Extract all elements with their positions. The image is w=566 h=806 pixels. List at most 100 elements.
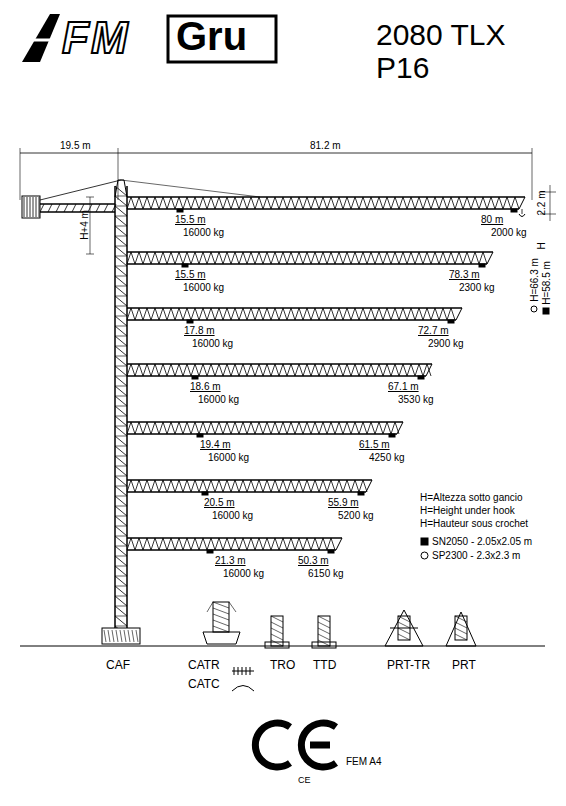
ce-e bbox=[301, 723, 336, 767]
member-line bbox=[213, 614, 229, 620]
member-line bbox=[187, 308, 191, 320]
member-line bbox=[115, 266, 127, 267]
member-line bbox=[351, 252, 355, 264]
member-line bbox=[135, 480, 139, 492]
member-line bbox=[397, 422, 403, 434]
member-line bbox=[239, 308, 243, 320]
member-line bbox=[179, 422, 183, 434]
member-line bbox=[223, 538, 227, 550]
member-line bbox=[227, 364, 231, 376]
member-line bbox=[275, 252, 279, 264]
curve-symbol bbox=[232, 686, 254, 692]
member-line bbox=[311, 480, 315, 492]
trolley bbox=[177, 209, 183, 212]
member-line bbox=[223, 422, 227, 434]
member-line bbox=[247, 480, 251, 492]
member-line bbox=[243, 308, 247, 320]
member-line bbox=[127, 307, 462, 308]
member-line bbox=[115, 326, 127, 336]
member-line bbox=[115, 406, 127, 416]
member-line bbox=[199, 197, 203, 209]
member-line bbox=[215, 197, 219, 209]
member-line bbox=[287, 252, 291, 264]
member-line bbox=[121, 180, 260, 197]
dimension-label: 72.7 m bbox=[418, 325, 449, 336]
member-line bbox=[379, 422, 383, 434]
member-line bbox=[219, 364, 223, 376]
member-line bbox=[411, 364, 415, 376]
member-line bbox=[115, 616, 127, 626]
member-line bbox=[135, 422, 139, 434]
member-line bbox=[115, 566, 127, 567]
member-line bbox=[299, 197, 303, 209]
member-line bbox=[359, 197, 363, 209]
member-line bbox=[339, 422, 343, 434]
member-line bbox=[115, 286, 127, 296]
member-line bbox=[423, 308, 427, 320]
member-line bbox=[295, 422, 299, 434]
member-line bbox=[175, 364, 179, 376]
member-line bbox=[379, 364, 383, 376]
member-line bbox=[203, 308, 207, 320]
member-line bbox=[115, 616, 127, 617]
member-line bbox=[251, 252, 255, 264]
member-line bbox=[213, 602, 229, 608]
member-line bbox=[191, 538, 195, 550]
member-line bbox=[147, 422, 151, 434]
member-line bbox=[235, 308, 239, 320]
member-line bbox=[415, 252, 419, 264]
member-line bbox=[139, 308, 143, 320]
member-line bbox=[115, 276, 127, 277]
member-line bbox=[435, 197, 439, 209]
member-line bbox=[191, 364, 195, 376]
member-line bbox=[455, 197, 459, 209]
member-line bbox=[124, 630, 126, 642]
member-line bbox=[211, 538, 215, 550]
member-line bbox=[115, 576, 127, 577]
member-line bbox=[259, 364, 263, 376]
member-line bbox=[199, 480, 203, 492]
member-line bbox=[115, 276, 127, 286]
member-line bbox=[279, 538, 283, 550]
trolley bbox=[182, 264, 188, 267]
member-line bbox=[115, 426, 127, 427]
member-line bbox=[327, 480, 331, 492]
member-line bbox=[427, 364, 431, 376]
member-line bbox=[471, 197, 475, 209]
member-line bbox=[231, 422, 235, 434]
member-line bbox=[183, 197, 187, 209]
base-type: TRO bbox=[270, 659, 295, 672]
member-line bbox=[279, 308, 283, 320]
member-line bbox=[187, 538, 191, 550]
member-line bbox=[167, 480, 171, 492]
member-line bbox=[279, 364, 283, 376]
member-line bbox=[431, 308, 435, 320]
member-line bbox=[115, 206, 127, 207]
dimension-label: 81.2 m bbox=[308, 140, 343, 151]
member-line bbox=[155, 252, 159, 264]
member-line bbox=[143, 197, 147, 209]
member-line bbox=[283, 308, 287, 320]
member-line bbox=[124, 180, 127, 197]
member-line bbox=[64, 204, 68, 212]
member-line bbox=[127, 538, 131, 550]
member-line bbox=[455, 634, 467, 640]
member-line bbox=[155, 538, 159, 550]
member-line bbox=[235, 252, 239, 264]
member-line bbox=[207, 364, 211, 376]
model-title: 2080 TLX P16 bbox=[376, 18, 546, 84]
member-line bbox=[115, 526, 127, 536]
base-type: PRT-TR bbox=[387, 659, 430, 672]
member-line bbox=[367, 422, 371, 434]
member-line bbox=[415, 197, 419, 209]
member-line bbox=[115, 386, 127, 387]
member-line bbox=[115, 536, 127, 537]
member-line bbox=[287, 480, 291, 492]
member-line bbox=[271, 634, 283, 640]
member-line bbox=[255, 308, 259, 320]
member-line bbox=[255, 364, 259, 376]
member-line bbox=[355, 308, 359, 320]
member-line bbox=[38, 211, 115, 212]
member-line bbox=[127, 363, 432, 364]
dimension-label: 19.4 m bbox=[200, 439, 231, 450]
